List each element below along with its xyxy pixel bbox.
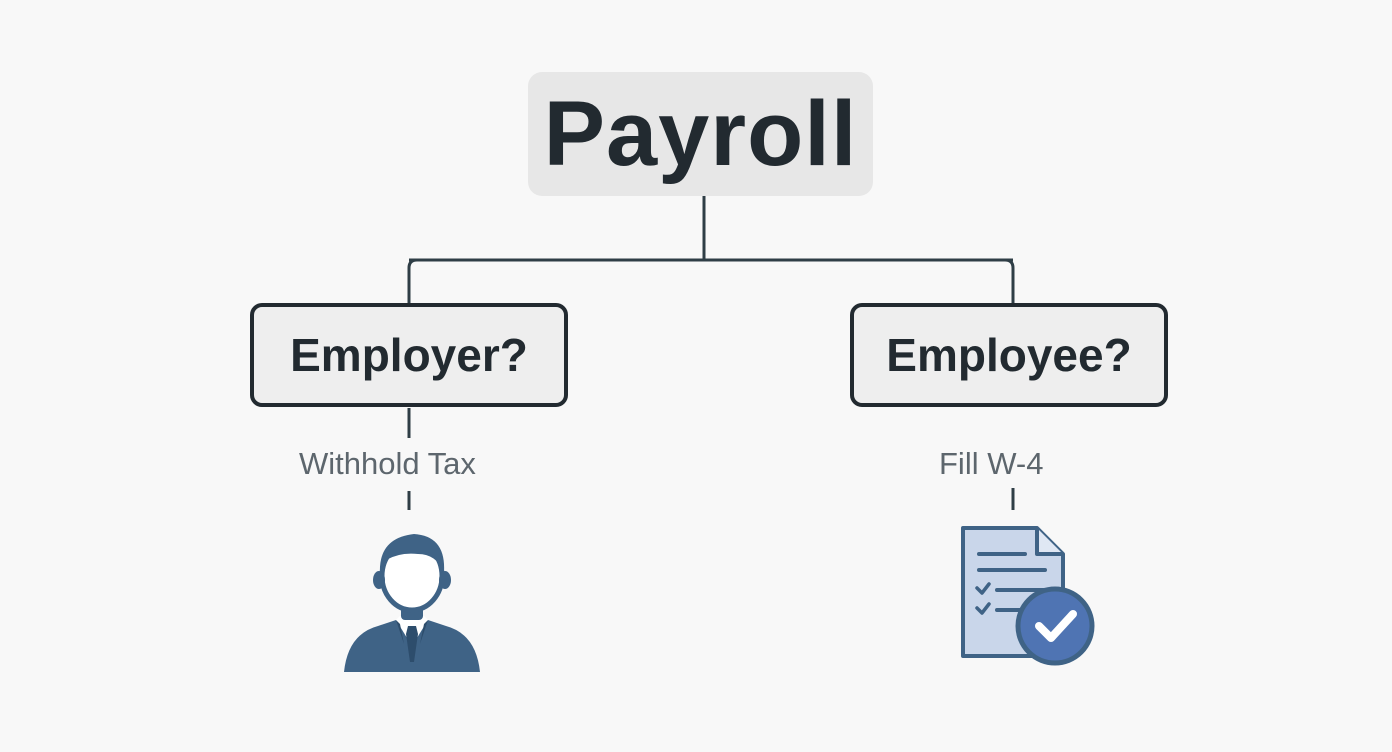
employee-label: Employee? (886, 329, 1132, 381)
right-branch-connector (1004, 258, 1015, 303)
employer-action-label: Withhold Tax (299, 446, 476, 481)
left-branch-connector (407, 258, 418, 303)
checked-form-icon (961, 526, 1095, 666)
employer-label: Employer? (290, 329, 528, 381)
employee-action-label: Fill W-4 (939, 446, 1044, 481)
employer-node: Employer? (250, 303, 568, 407)
root-node: Payroll (528, 72, 873, 196)
employee-node: Employee? (850, 303, 1168, 407)
businessman-icon (344, 534, 480, 672)
root-label: Payroll (543, 82, 858, 185)
